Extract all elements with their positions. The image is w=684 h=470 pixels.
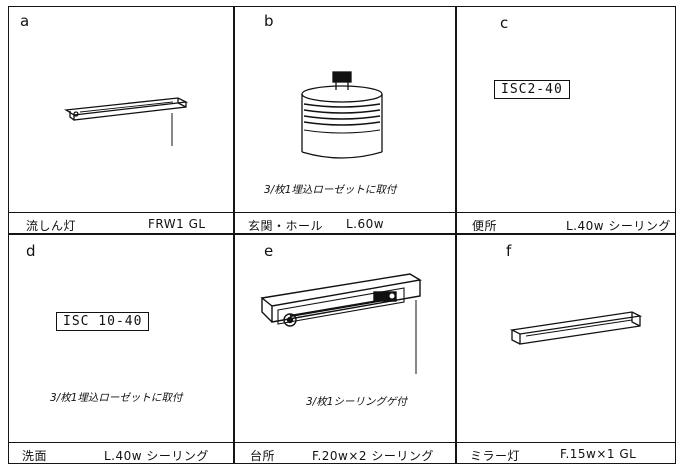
spec-label: F.15w×1 GL — [560, 447, 637, 461]
cell-letter: a — [20, 12, 30, 30]
cell-caption: 便所 L.40w シーリング — [456, 212, 676, 234]
fixture-sketch — [260, 273, 422, 374]
spec-label: L.40w シーリング — [566, 219, 671, 233]
cell-letter: f — [506, 242, 512, 260]
cell-frame — [8, 6, 234, 234]
cell-caption: 玄関・ホール L.60w — [234, 212, 456, 234]
cell-frame — [8, 234, 234, 464]
spec-label: F.20w×2 シーリング — [312, 449, 434, 463]
fixture-sketch — [509, 311, 643, 345]
fixture-sketch — [64, 97, 189, 146]
model-plate: ISC2-40 — [490, 80, 574, 99]
cell-letter: d — [26, 242, 36, 260]
cell-b: b 3/枚1埋込ローゼットに取付 玄関・ホール L.60w — [234, 6, 456, 234]
room-label: 洗面 — [22, 449, 48, 463]
cell-frame — [234, 234, 456, 464]
room-label: ミラー灯 — [470, 449, 521, 463]
cell-caption: 洗面 L.40w シーリング — [8, 442, 234, 464]
cell-frame — [456, 234, 676, 464]
cell-d: d ISC 10-40 3/枚1埋込ローゼットに取付 洗面 L.40w シーリン… — [8, 234, 234, 464]
cell-caption: ミラー灯 F.15w×1 GL — [456, 442, 676, 464]
spec-label: FRW1 GL — [148, 217, 206, 231]
spec-label: L.40w シーリング — [104, 449, 209, 463]
model-plate: ISC 10-40 — [51, 312, 154, 331]
cell-letter: e — [264, 242, 274, 260]
room-label: 玄関・ホール — [248, 219, 324, 233]
cell-frame — [456, 6, 676, 234]
cell-letter: c — [500, 14, 509, 32]
cell-e: e 3/枚1シーリングゲ付 台所 F.20w×2 シーリング — [234, 234, 456, 464]
cell-frame — [234, 6, 456, 234]
room-label: 便所 — [472, 219, 498, 233]
fixture-sketch — [301, 71, 383, 159]
cell-a: a 流しん灯 FRW1 GL — [8, 6, 234, 234]
spec-label: L.60w — [346, 217, 385, 231]
fixture-sheet: a 流しん灯 FRW1 GL b — [8, 6, 676, 464]
cell-letter: b — [264, 12, 274, 30]
cell-c: c ISC2-40 便所 L.40w シーリング — [456, 6, 676, 234]
cell-caption: 流しん灯 FRW1 GL — [8, 212, 234, 234]
room-label: 流しん灯 — [26, 219, 77, 233]
install-note: 3/枚1埋込ローゼットに取付 — [264, 184, 397, 196]
install-note: 3/枚1シーリングゲ付 — [306, 396, 407, 408]
cell-caption: 台所 F.20w×2 シーリング — [234, 442, 456, 464]
install-note: 3/枚1埋込ローゼットに取付 — [50, 392, 183, 404]
room-label: 台所 — [250, 449, 276, 463]
cell-f: f ミラー灯 F.15w×1 GL — [456, 234, 676, 464]
